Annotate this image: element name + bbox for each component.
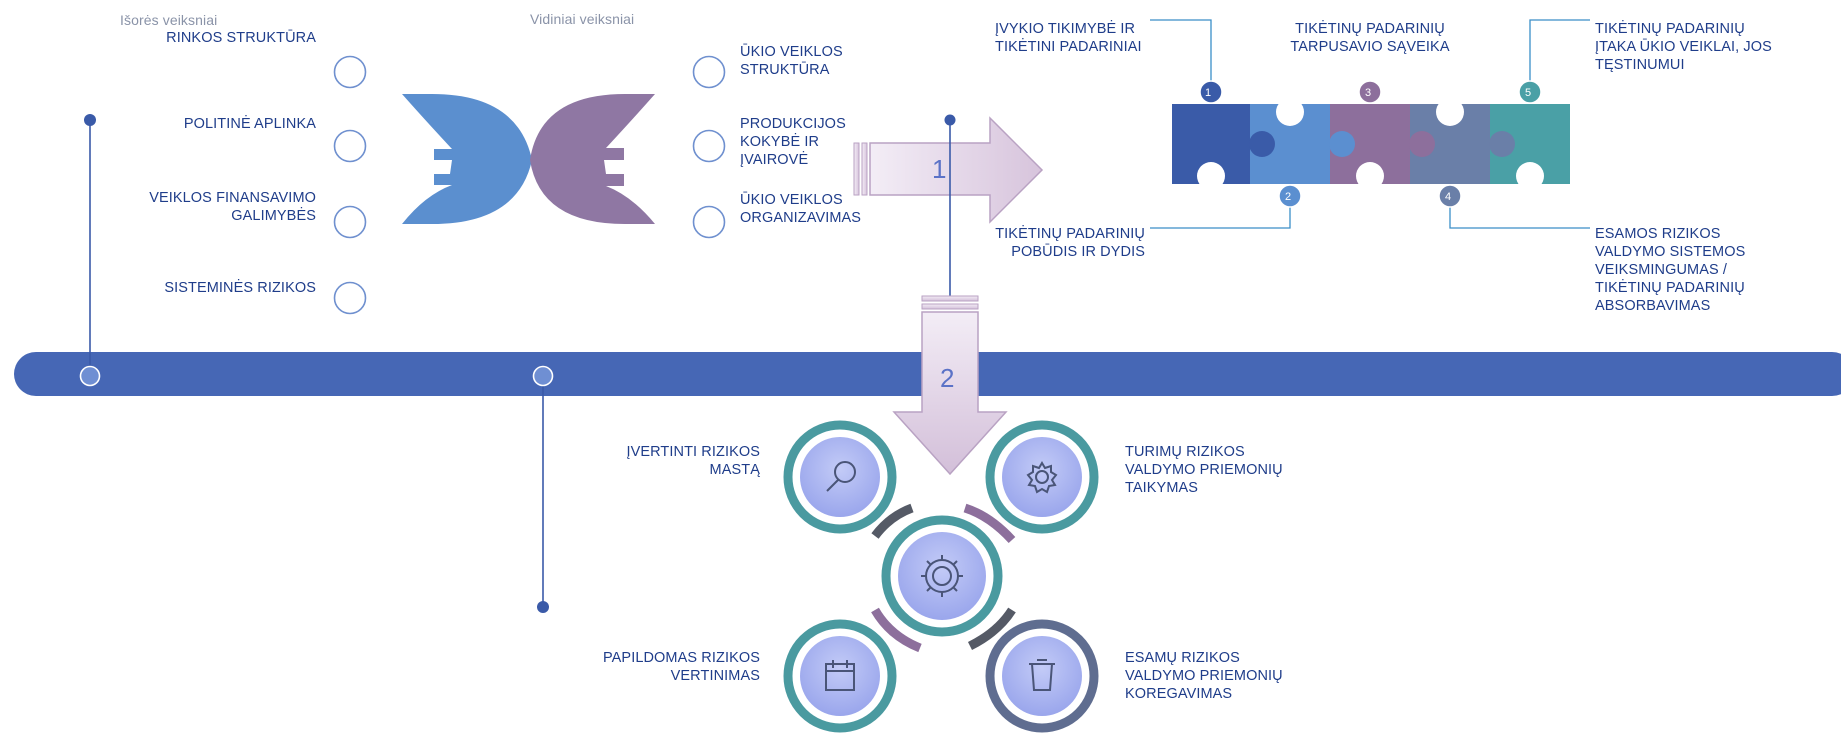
puzzle-number-4: 4: [1445, 191, 1452, 203]
external-factor-4: SISTEMINĖS RIZIKOS: [164, 280, 316, 296]
internal-factor-3: ŪKIO VEIKLOS ORGANIZAVIMAS: [740, 192, 862, 226]
internal-factors-header: Vidiniai veiksniai: [530, 11, 635, 27]
puzzle-number-1-badge: [1199, 80, 1223, 104]
magnifier-icon: [826, 461, 856, 492]
puzzle-label-3: TIKĖTINŲ PADARINIŲ TARPUSAVIO SĄVEIKA: [1290, 21, 1450, 55]
internal-bullet-1: [692, 55, 726, 89]
puzzle-number-3-badge: [1358, 80, 1382, 104]
cycle-label-apply: TURIMŲ RIZIKOS VALDYMO PRIEMONIŲ TAIKYMA…: [1125, 444, 1283, 496]
external-factor-2: POLITINĖ APLINKA: [183, 116, 316, 132]
puzzle-number-1: 1: [1205, 87, 1212, 99]
puzzle: [1172, 98, 1570, 190]
timeline-top-dot: [84, 114, 96, 126]
puzzle-number-3: 3: [1365, 87, 1372, 99]
puzzle-number-5: 5: [1525, 87, 1532, 99]
cycle-node-adjust: [985, 619, 1099, 733]
external-factor-3: VEIKLOS FINANSAVIMO GALIMYBĖS: [149, 190, 316, 224]
external-bullet-2: [333, 129, 367, 163]
cycle-label-adjust: ESAMŲ RIZIKOS VALDYMO PRIEMONIŲ KOREGAVI…: [1125, 650, 1283, 702]
cycle-label-assess: ĮVERTINTI RIZIKOS MASTĄ: [626, 444, 760, 478]
internal-factor-2: PRODUKCIJOS KOKYBĖ IR ĮVAIROVĖ: [740, 116, 846, 168]
cycle-arc-top-right: [963, 503, 1016, 544]
cycle-label-supplementary: PAPILDOMAS RIZIKOS VERTINIMAS: [602, 650, 760, 684]
callout-line-4: [1449, 196, 1590, 229]
timeline-node-1: [79, 365, 101, 387]
puzzle-number-4-badge: [1438, 184, 1462, 208]
internal-factor-1: ŪKIO VEIKLOS STRUKTŪRA: [740, 44, 843, 78]
internal-bullet-2: [692, 129, 726, 163]
arrow-1-number: 1: [932, 154, 947, 184]
puzzle-number-2-badge: [1278, 184, 1302, 208]
cycle-node-supplementary: [783, 619, 897, 733]
arrow-2: [892, 295, 1008, 476]
puzzle-number-2: 2: [1285, 191, 1292, 203]
puzzle-label-5: TIKĖTINŲ PADARINIŲ ĮTAKA ŪKIO VEIKLAI, J…: [1595, 21, 1772, 73]
callout-line-1: [1150, 19, 1212, 92]
center-gear-icon: [921, 555, 963, 597]
timeline-node-2: [532, 365, 554, 387]
internal-arrow-shape: [530, 94, 655, 224]
puzzle-label-2: TIKĖTINŲ PADARINIŲ POBŪDIS IR DYDIS: [995, 226, 1145, 260]
internal-bullet-3: [692, 205, 726, 239]
cycle-arc-bottom-left: [871, 607, 922, 653]
arrow-1: [853, 116, 1044, 224]
arrow-1-top-dot: [944, 114, 956, 126]
calendar-icon: [825, 660, 855, 691]
callout-line-5: [1529, 19, 1590, 92]
external-bullet-4: [333, 281, 367, 315]
timeline-bottom-dot: [537, 601, 549, 613]
cycle-node-center: [881, 515, 1003, 637]
arrow-2-number: 2: [940, 363, 955, 393]
cycle-arc-bottom-right: [967, 607, 1016, 651]
trash-icon: [1029, 659, 1055, 691]
cycle-arc-top-left: [871, 503, 914, 539]
gear-icon: [1026, 461, 1058, 494]
external-arrow-shape: [402, 94, 532, 224]
external-factors-header: Išorės veiksniai: [120, 12, 218, 28]
cycle-node-assess: [783, 420, 897, 534]
callout-line-2: [1150, 196, 1291, 229]
external-factor-1: RINKOS STRUKTŪRA: [166, 30, 316, 46]
puzzle-label-4: ESAMOS RIZIKOS VALDYMO SISTEMOS VEIKSMIN…: [1595, 226, 1746, 314]
external-bullet-3: [333, 205, 367, 239]
external-bullet-1: [333, 55, 367, 89]
puzzle-number-5-badge: [1518, 80, 1542, 104]
puzzle-label-1: ĮVYKIO TIKIMYBĖ IR TIKĖTINI PADARINIAI: [995, 21, 1142, 55]
cycle-node-apply: [985, 420, 1099, 534]
